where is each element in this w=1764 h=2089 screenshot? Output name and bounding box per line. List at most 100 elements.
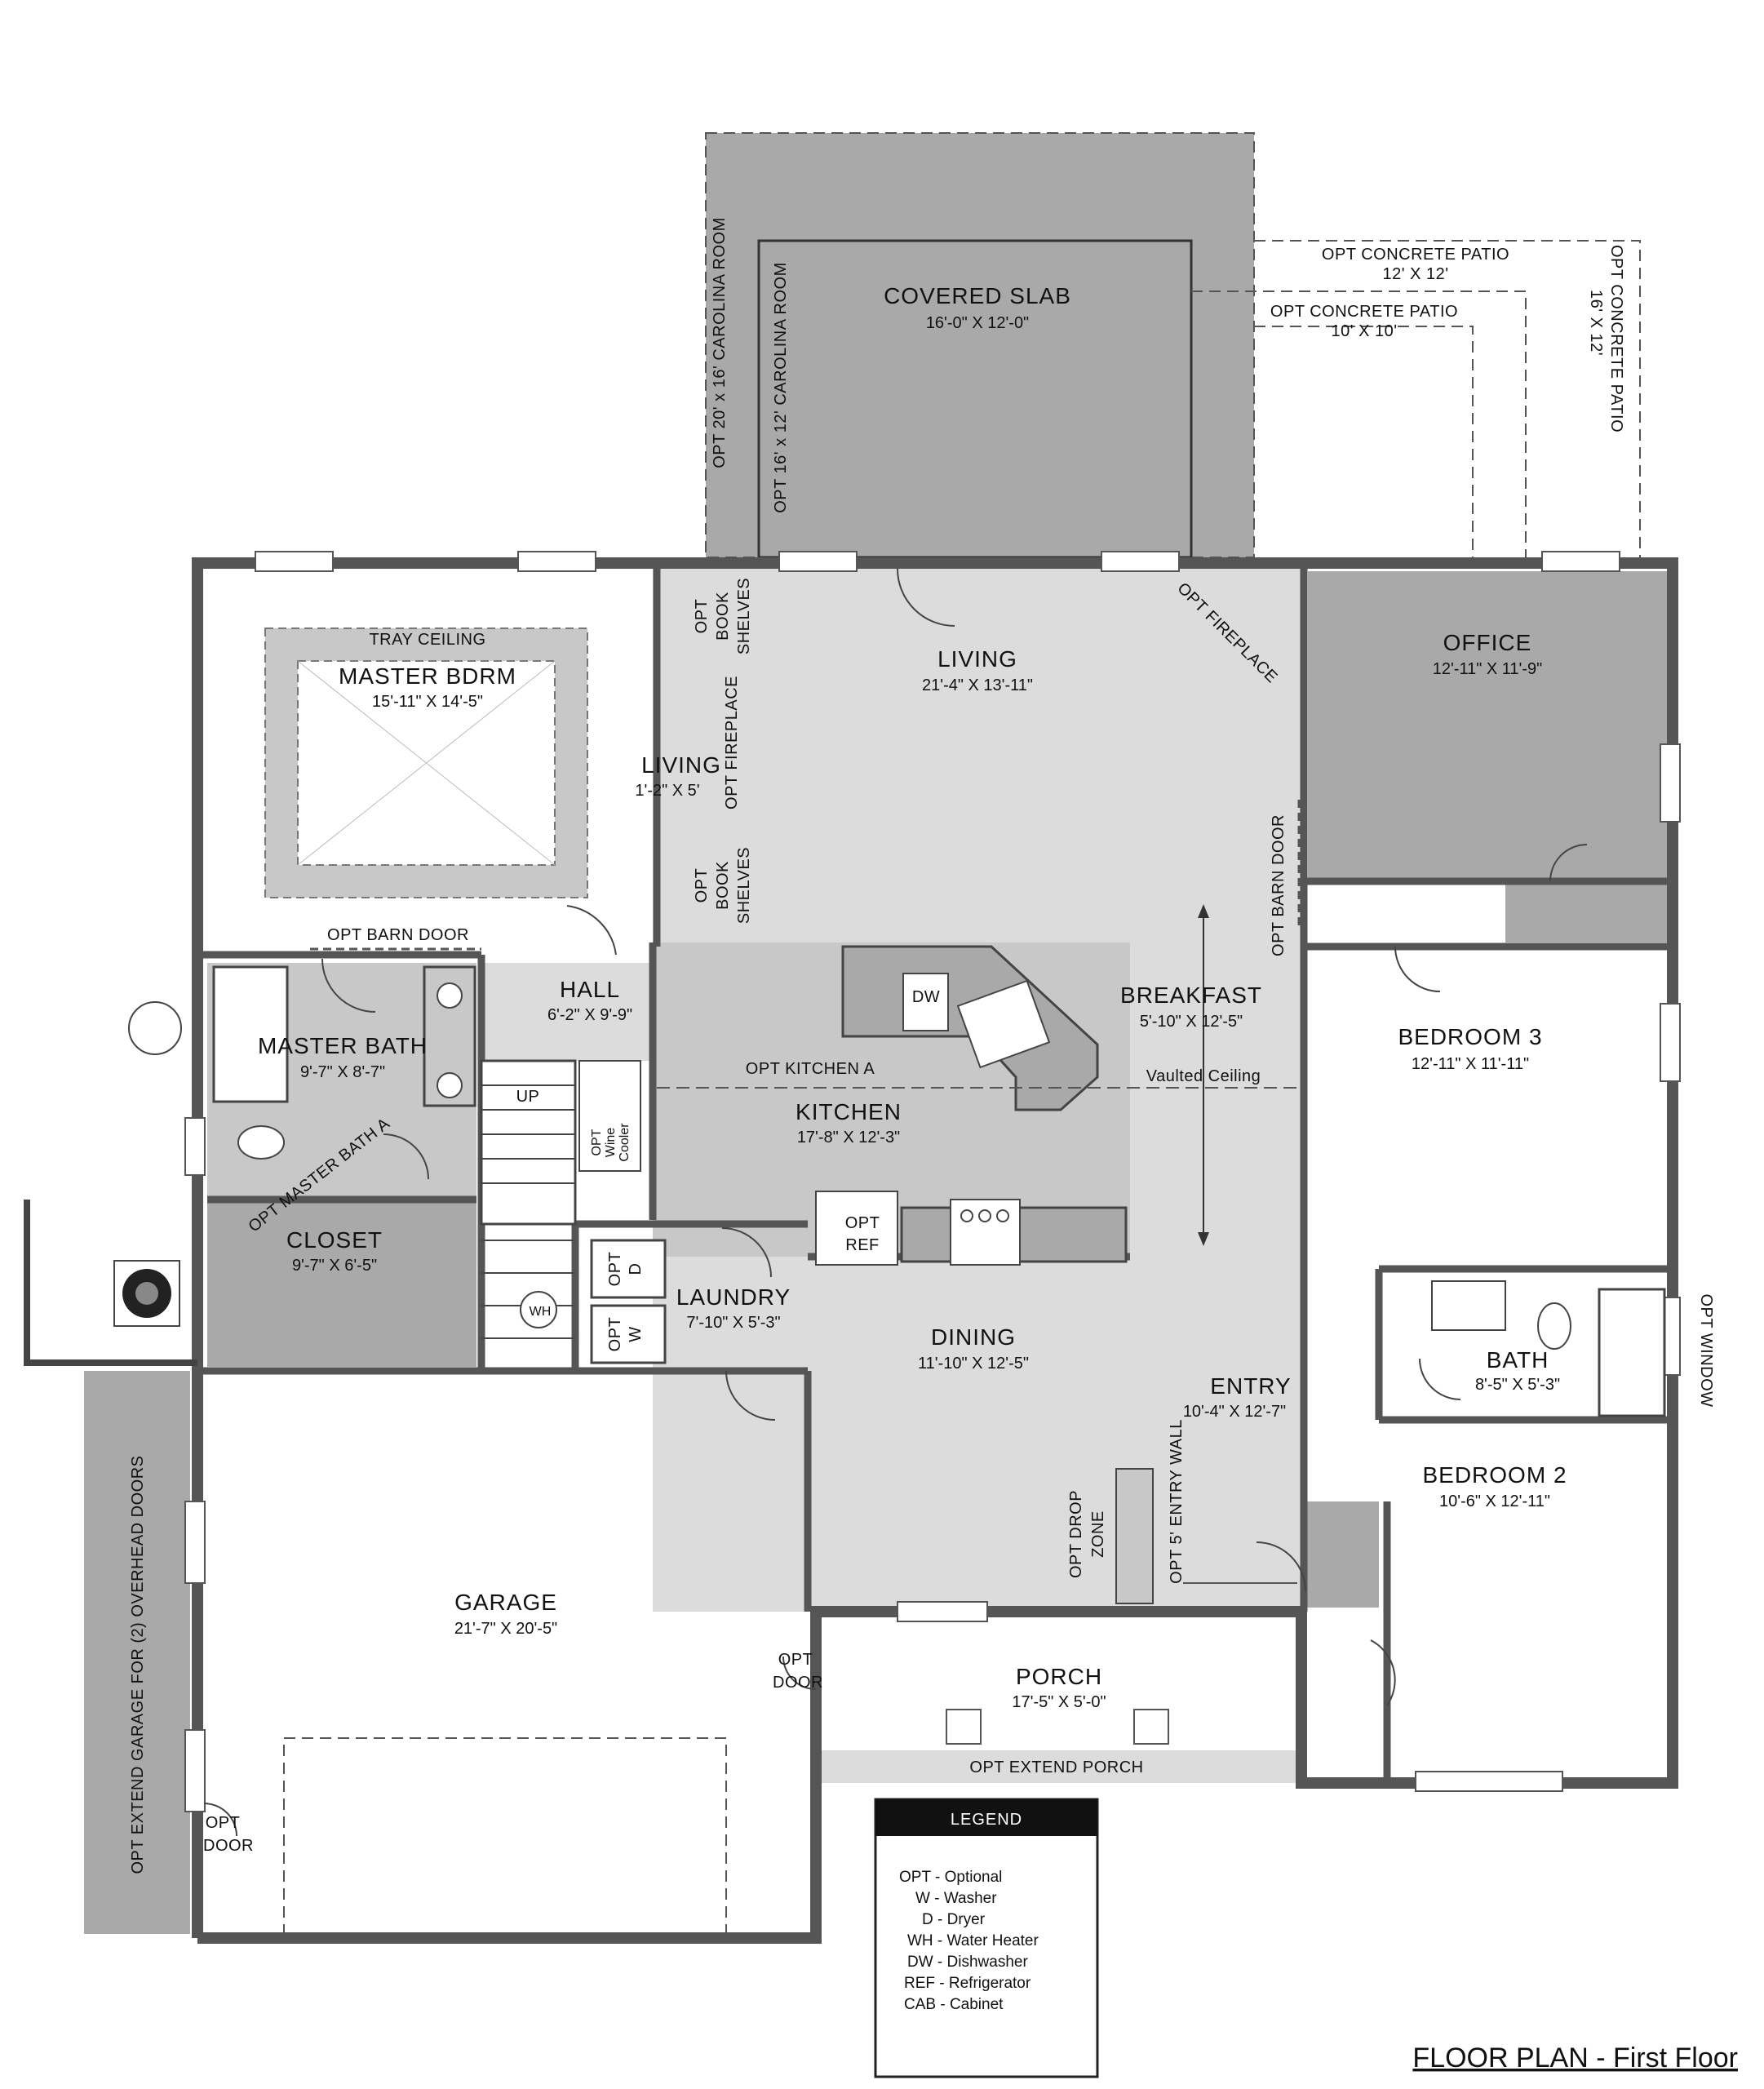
opt-book-top-3: SHELVES (735, 578, 753, 654)
hall-dim: 6'-2" X 9'-9" (547, 1006, 632, 1024)
legend-box (874, 1798, 1099, 2078)
entry-dim: 10'-4" X 12'-7" (1183, 1403, 1286, 1421)
opt-drop-zone-label-1: OPT DROP (1067, 1490, 1085, 1578)
master-bath-dim: 9'-7" X 8'-7" (300, 1063, 385, 1081)
dishwasher (902, 973, 949, 1031)
opt-drop-zone-label-2: ZONE (1089, 1510, 1107, 1558)
living-alt-dim: 1'-2" X 5' (635, 782, 699, 800)
laundry-dim: 7'-10" X 5'-3" (686, 1314, 780, 1332)
toilet (237, 1125, 285, 1160)
breakfast-dim: 5'-10" X 12'-5" (1140, 1013, 1243, 1031)
dining-dim: 11'-10" X 12'-5" (918, 1355, 1029, 1373)
opt-barn-door-master-label: OPT BARN DOOR (327, 926, 469, 944)
master-bdrm-name: MASTER BDRM (339, 663, 516, 689)
refrigerator (815, 1191, 898, 1266)
opt-book-top-1: OPT (693, 599, 711, 634)
master-bdrm-dim: 15'-11" X 14'-5" (372, 693, 483, 711)
opt-patio-16-dim: 16' X 12' (1587, 290, 1605, 356)
opt-door-garage-2: DOOR (203, 1837, 254, 1855)
opt-book-top-2: BOOK (714, 592, 732, 641)
porch-post-left (946, 1709, 982, 1745)
opt-extend-garage-area (84, 1371, 190, 1934)
office-dim: 12'-11" X 11'-9" (1433, 660, 1543, 678)
shower (212, 965, 289, 1103)
closet-dim: 9'-7" X 6'-5" (292, 1257, 377, 1275)
opt-extend-porch-label: OPT EXTEND PORCH (969, 1759, 1143, 1776)
wh-label: WH (530, 1305, 552, 1319)
opt-door-porch-1: OPT (778, 1651, 813, 1669)
bath-name: BATH (1487, 1347, 1549, 1373)
garage-dim: 21'-7" X 20'-5" (454, 1620, 557, 1638)
opt-patio-12-label: OPT CONCRETE PATIO (1322, 246, 1509, 264)
opt-patio-16-label: OPT CONCRETE PATIO (1607, 245, 1625, 432)
opt-patio-10-label: OPT CONCRETE PATIO (1270, 303, 1458, 321)
opt-carolina-20-label: OPT 20' x 16' CAROLINA ROOM (711, 217, 729, 468)
master-bath-name: MASTER BATH (258, 1033, 428, 1058)
legend-item: D - Dryer (922, 1911, 986, 1928)
opt-fireplace-living-label: OPT FIREPLACE (723, 676, 741, 809)
kitchen-name: KITCHEN (796, 1099, 902, 1124)
vaulted-label: Vaulted Ceiling (1146, 1067, 1261, 1085)
opt-book-bottom-3: SHELVES (735, 847, 753, 924)
opt-wine-3: Cooler (618, 1123, 632, 1162)
kitchen-sink (956, 979, 1051, 1069)
opt-patio-12-dim: 12' X 12' (1382, 265, 1448, 283)
covered-slab-name: COVERED SLAB (884, 283, 1071, 308)
drop-zone (1115, 1468, 1154, 1604)
opt-w-label: OPT (606, 1317, 624, 1352)
kitchen-dim: 17'-8" X 12'-3" (797, 1129, 900, 1147)
hall-name: HALL (560, 977, 620, 1002)
bathtub (1598, 1288, 1666, 1417)
opt-door-garage-1: OPT (206, 1814, 241, 1832)
opt-book-bottom-1: OPT (693, 868, 711, 903)
bedroom2-closet (1305, 1501, 1379, 1608)
living-name: LIVING (937, 646, 1017, 672)
opt-window-label: OPT WINDOW (1697, 1293, 1715, 1407)
porch-dim: 17'-5" X 5'-0" (1012, 1693, 1106, 1711)
opt-extend-garage-label: OPT EXTEND GARAGE FOR (2) OVERHEAD DOORS (129, 1455, 147, 1874)
porch-post-right (1133, 1709, 1169, 1745)
legend-item: W - Washer (915, 1890, 997, 1907)
bath-vanity (1431, 1280, 1506, 1331)
legend-title: LEGEND (951, 1811, 1022, 1829)
opt-patio-10-dim: 10' X 10' (1331, 322, 1397, 340)
bath-dim: 8'-5" X 5'-3" (1475, 1376, 1560, 1394)
stair (480, 1059, 577, 1226)
bath-toilet (1537, 1302, 1571, 1350)
fence (24, 1200, 197, 1366)
opt-kitchen-a-label: OPT KITCHEN A (746, 1060, 875, 1078)
up-label: UP (516, 1088, 540, 1106)
closet-name: CLOSET (286, 1227, 383, 1253)
water-heater (520, 1291, 557, 1328)
opt-patio-16-outline (1254, 240, 1641, 557)
bedroom2-dim: 10'-6" X 12'-11" (1439, 1492, 1550, 1510)
opt-ref-label-2: REF (845, 1236, 880, 1254)
opt-d-label: OPT (606, 1252, 624, 1287)
legend-header (875, 1799, 1097, 1836)
exterior-walls (192, 557, 1678, 1944)
plan-title: FLOOR PLAN - First Floor (1412, 2042, 1738, 2073)
legend: LEGEND OPT - Optional W - Washer D - Dry… (874, 1798, 1099, 2078)
legend-item: WH - Water Heater (907, 1932, 1039, 1949)
bedroom2-name: BEDROOM 2 (1422, 1462, 1567, 1488)
range (950, 1199, 1021, 1266)
legend-item: DW - Dishwasher (907, 1954, 1028, 1971)
dining-name: DINING (931, 1324, 1016, 1350)
opt-extend-porch-strip (816, 1750, 1299, 1783)
bedroom3-name: BEDROOM 3 (1398, 1024, 1542, 1049)
opt-entry-wall-label: OPT 5' ENTRY WALL (1168, 1419, 1186, 1584)
hall-area (481, 963, 653, 1061)
opt-barn-door-office-label: OPT BARN DOOR (1270, 814, 1288, 956)
interior-walls (197, 567, 1669, 1783)
dryer (590, 1239, 667, 1299)
tray-ceiling-label: TRAY CEILING (369, 631, 485, 649)
w-label: W (627, 1326, 645, 1342)
covered-slab-area (706, 133, 1254, 557)
opt-book-bottom-2: BOOK (714, 861, 732, 910)
opt-wine-1: OPT (590, 1129, 604, 1155)
opt-door-porch-2: DOOR (773, 1674, 823, 1692)
door-swings (203, 568, 1588, 1837)
d-label: D (627, 1263, 645, 1275)
opt-carolina-16-label: OPT 16' x 12' CAROLINA ROOM (772, 262, 790, 513)
